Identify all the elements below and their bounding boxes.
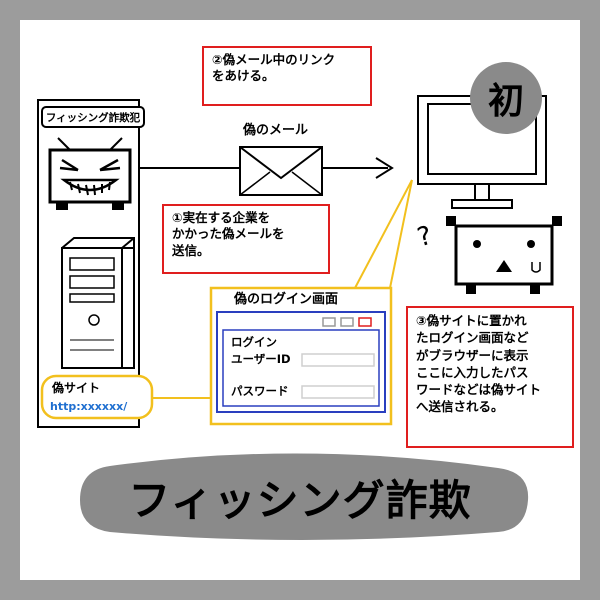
step1-box: ①実在する企業を かかった偽メールを 送信。 <box>162 204 330 274</box>
step3-line-6: へ送信される。 <box>416 399 504 415</box>
window-maximize-button[interactable] <box>340 317 354 327</box>
browser-window <box>216 311 386 413</box>
step3-line-4: ここに入力したパス <box>416 364 529 380</box>
criminal-label-box: フィッシング詐欺犯 <box>41 106 145 128</box>
password-label: パスワード <box>231 384 289 398</box>
user-id-label: ユーザーID <box>231 352 291 366</box>
fake-site-label: 偽サイト <box>52 381 101 395</box>
step3-box: ③偽サイトに置かれ たログイン画面など がブラウザーに表示 ここに入力したパス … <box>406 306 574 448</box>
step2-line-1: ②偽メール中のリンク <box>212 52 336 67</box>
password-input[interactable] <box>301 385 375 399</box>
criminal-column-frame <box>37 99 140 428</box>
envelope-icon <box>239 146 323 196</box>
step2-box: ②偽メール中のリンク をあける。 <box>202 46 372 106</box>
user-id-input[interactable] <box>301 353 375 367</box>
step3-line-1: ③偽サイトに置かれ <box>416 313 527 328</box>
mail-label: 偽のメール <box>243 123 309 138</box>
yellow-ray-1 <box>354 179 413 289</box>
criminal-character <box>48 137 132 210</box>
login-heading: ログイン <box>231 335 277 349</box>
step1-line-3: 送信。 <box>172 242 210 258</box>
mail-arrowhead <box>375 157 394 179</box>
criminal-label: フィッシング詐欺犯 <box>45 111 141 124</box>
login-panel-title: 偽のログイン画面 <box>234 292 339 307</box>
step3-line-3: がブラウザーに表示 <box>416 347 529 363</box>
badge-circle: 初 <box>470 62 542 134</box>
badge-label: 初 <box>487 81 524 122</box>
step1-line-1: ①実在する企業を <box>172 210 271 225</box>
window-minimize-button[interactable] <box>322 317 336 327</box>
fake-site-url[interactable]: http:xxxxxx/ <box>50 400 128 413</box>
window-close-button[interactable] <box>358 317 372 327</box>
yellow-ray-2 <box>389 179 413 289</box>
step3-line-5: ワードなどは偽サイト <box>416 382 542 397</box>
step1-line-2: かかった偽メールを <box>172 226 285 242</box>
step3-line-2: たログイン画面など <box>416 330 529 346</box>
step2-line-2: をあける。 <box>212 68 275 84</box>
victim-character <box>446 216 562 294</box>
server-tower-icon <box>61 237 135 369</box>
banner-title: フィッシング詐欺 <box>128 476 472 525</box>
banner-shape <box>80 453 529 540</box>
